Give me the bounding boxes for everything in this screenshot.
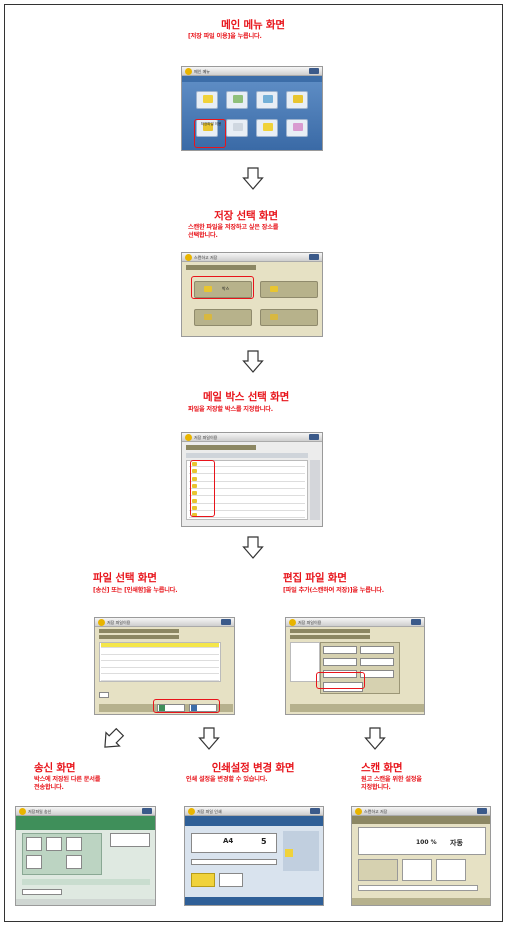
storage-select-screenshot: 스캔하고 저장 박스	[181, 252, 323, 337]
arrow-edit-to-scan	[364, 727, 386, 750]
mailbox-row	[189, 476, 305, 482]
step-title-file-select: 파일 선택 화면	[93, 572, 157, 584]
scan-screenshot: 스캔하고 저장 100 % 자동	[351, 806, 491, 906]
main-menu-tile	[196, 91, 218, 109]
mailbox-row	[189, 483, 305, 489]
file-row	[101, 656, 219, 661]
send-screenshot: 저장파일 송신	[15, 806, 156, 906]
page-frame	[4, 4, 503, 922]
main-menu-tile	[256, 119, 278, 137]
mailbox-select-screenshot: 저장 파일이용	[181, 432, 323, 527]
main-menu-screenshot: 메인 메뉴 저장파일 이용	[181, 66, 323, 151]
main-menu-tile	[286, 119, 308, 137]
arrow-file-to-send	[104, 727, 125, 748]
arrow-mailbox-to-file	[242, 536, 264, 559]
step-title-edit-file: 편집 파일 화면	[283, 572, 347, 584]
step-desc-edit-file: [파일 추가(스캔하여 저장)]을 누릅니다.	[283, 587, 384, 594]
main-menu-tile	[256, 91, 278, 109]
file-row	[101, 650, 219, 655]
main-menu-tile	[286, 91, 308, 109]
step-desc-file-select: [송신] 또는 [인쇄함]을 누릅니다.	[93, 587, 178, 594]
step-desc-scan: 원고 스캔을 위한 설정을 지정합니다.	[361, 776, 422, 791]
mailbox-row	[189, 505, 305, 511]
step-title-scan: 스캔 화면	[361, 762, 403, 774]
file-select-screenshot: 저장 파일이용	[94, 617, 235, 715]
main-menu-tile	[226, 91, 248, 109]
mailbox-row	[189, 498, 305, 504]
arrow-storage-to-mailbox	[242, 350, 264, 373]
step-title-send: 송신 화면	[34, 762, 76, 774]
file-row	[101, 676, 219, 681]
highlight-mailbox-list	[190, 460, 215, 517]
file-row	[101, 669, 219, 674]
step-desc-storage-select: 스캔한 파일을 저장하고 싶은 장소를 선택합니다.	[188, 224, 279, 239]
print-paper-size: A4	[223, 837, 234, 845]
step-title-mailbox-select: 메일 박스 선택 화면	[202, 391, 290, 403]
edit-file-screenshot: 저장 파일이용	[285, 617, 425, 715]
scan-zoom: 100 %	[416, 839, 437, 846]
step-desc-send: 박스에 저장된 다른 문서를 전송합니다.	[34, 776, 101, 791]
highlight-box-button	[191, 276, 254, 299]
highlight-stored-file-tile	[194, 119, 226, 148]
step-title-main-menu: 메인 메뉴 화면	[221, 19, 285, 31]
highlight-send-print-buttons	[153, 699, 220, 713]
scan-mode: 자동	[450, 839, 463, 847]
arrow-main-to-storage	[242, 167, 264, 190]
print-settings-screenshot: 저장 파일 인쇄 A4 5	[184, 806, 324, 906]
mailbox-row	[189, 468, 305, 475]
file-row	[101, 663, 219, 668]
main-menu-tile-label: 저장파일 이용	[200, 122, 222, 126]
mailbox-row	[189, 512, 305, 519]
step-title-print-settings: 인쇄설정 변경 화면	[211, 762, 295, 774]
step-desc-main-menu: [저장 파일 이용]을 누릅니다.	[188, 33, 262, 40]
step-desc-mailbox-select: 파일을 저장할 박스를 지정합니다.	[188, 406, 273, 413]
step-desc-print-settings: 인쇄 설정을 변경할 수 있습니다.	[186, 776, 268, 783]
file-row	[101, 643, 219, 648]
print-copies: 5	[261, 837, 267, 846]
mailbox-row	[189, 461, 305, 467]
mailbox-row	[189, 490, 305, 497]
step-title-storage-select: 저장 선택 화면	[214, 210, 278, 222]
highlight-add-file-button	[316, 672, 365, 689]
arrow-file-to-print	[198, 727, 220, 750]
storage-box-label: 박스	[222, 286, 230, 291]
main-menu-tile	[226, 119, 248, 137]
